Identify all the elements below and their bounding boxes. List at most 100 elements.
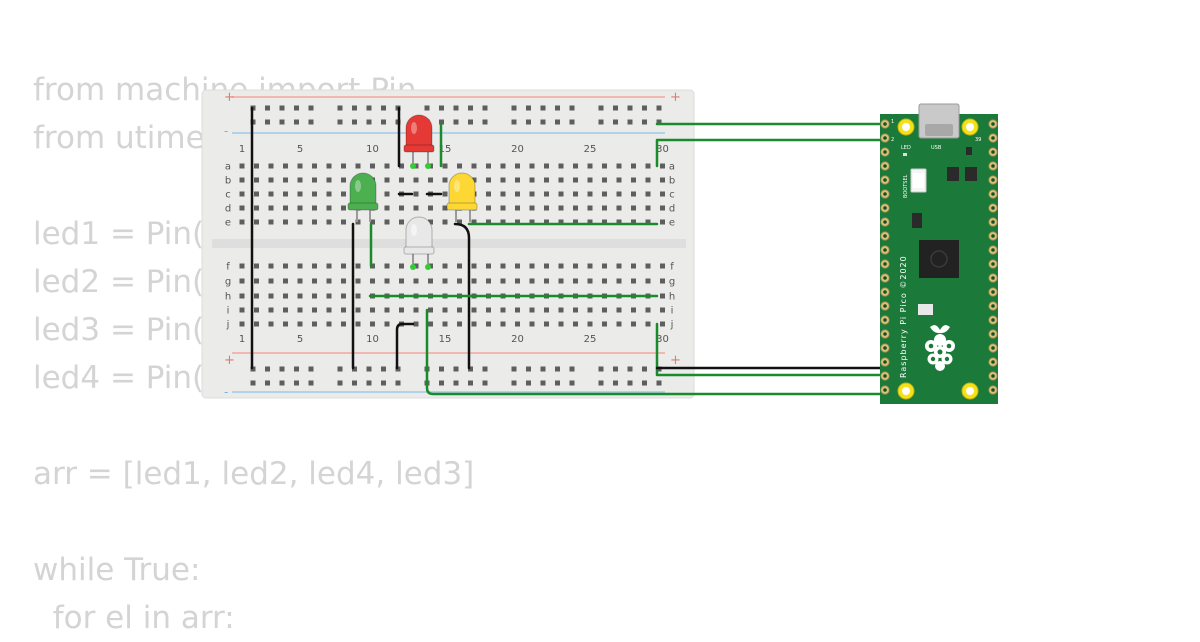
breadboard-hole xyxy=(297,205,303,211)
breadboard-hole xyxy=(515,163,520,169)
pico-pin-hole xyxy=(883,276,887,280)
center-channel xyxy=(212,239,686,248)
breadboard-hole xyxy=(573,321,578,327)
breadboard-hole xyxy=(558,177,564,183)
breadboard-hole xyxy=(326,307,332,313)
raspberry-pi-pico[interactable]: 1 2 39 LED USB BOOTSEL Raspberry Pi Pico… xyxy=(880,103,998,404)
breadboard-hole xyxy=(297,263,303,269)
breadboard-hole xyxy=(370,263,375,269)
breadboard-hole xyxy=(660,205,665,211)
row-letter-label: e xyxy=(225,218,231,229)
breadboard-hole xyxy=(297,177,303,183)
breadboard-hole xyxy=(471,321,477,327)
pico-pin-hole xyxy=(991,332,995,336)
breadboard-hole xyxy=(515,321,520,327)
rail-hole xyxy=(468,366,473,372)
breadboard-hole xyxy=(297,219,303,225)
row-letter-label: i xyxy=(227,306,230,317)
breadboard-hole xyxy=(413,278,419,284)
rail-hole xyxy=(366,380,372,386)
rail-hole xyxy=(613,119,618,125)
breadboard-hole xyxy=(558,205,564,211)
rail-hole xyxy=(627,105,633,111)
led-red[interactable] xyxy=(403,114,435,169)
column-number-label: 20 xyxy=(511,144,524,155)
pico-pin-hole xyxy=(883,248,887,252)
breadboard-hole xyxy=(384,307,390,313)
breadboard-hole xyxy=(442,219,448,225)
black-wire xyxy=(453,222,471,370)
breadboard-hole xyxy=(631,191,636,197)
mounting-hole-center xyxy=(966,123,974,131)
rail-hole xyxy=(439,119,444,125)
led-green[interactable] xyxy=(347,172,379,222)
breadboard-hole xyxy=(602,307,607,313)
breadboard-hole xyxy=(239,163,245,169)
pico-pin-hole xyxy=(991,206,995,210)
breadboard-hole xyxy=(457,307,462,313)
led-label: LED xyxy=(901,145,911,151)
green-wire xyxy=(655,138,890,168)
breadboard-hole xyxy=(239,307,245,313)
rail-hole xyxy=(526,119,531,125)
rail-hole xyxy=(555,366,560,372)
row-letter-label: b xyxy=(225,176,231,187)
pico-pin-hole xyxy=(991,346,995,350)
rail-hole xyxy=(308,105,314,111)
breadboard-hole xyxy=(384,163,390,169)
rail-hole xyxy=(598,366,604,372)
breadboard-hole xyxy=(573,177,578,183)
breadboard-hole xyxy=(268,307,274,313)
bootsel-label: BOOTSEL xyxy=(903,174,909,198)
breadboard-hole xyxy=(268,177,274,183)
breadboard-hole xyxy=(370,307,375,313)
rail-hole xyxy=(352,119,357,125)
row-letter-label: a xyxy=(225,162,231,173)
breadboard-hole xyxy=(457,163,462,169)
led-highlight xyxy=(355,180,361,192)
led-white[interactable] xyxy=(403,216,435,270)
raspberry-seed xyxy=(944,356,950,362)
wires xyxy=(250,106,890,396)
breadboard-hole xyxy=(616,205,622,211)
onboard-led xyxy=(903,153,907,156)
rail-plus-label: + xyxy=(670,353,681,368)
rail-hole xyxy=(569,380,575,386)
rail-hole xyxy=(279,380,285,386)
breadboard-hole xyxy=(631,205,636,211)
breadboard-hole xyxy=(442,307,448,313)
rail-hole xyxy=(627,380,633,386)
breadboard-hole xyxy=(283,278,288,284)
rail-hole xyxy=(439,380,444,386)
breadboard-hole xyxy=(486,163,491,169)
column-number-label: 20 xyxy=(511,334,524,345)
rail-plus-label: + xyxy=(224,353,235,368)
breadboard-hole xyxy=(515,205,520,211)
breadboard-hole xyxy=(587,278,593,284)
breadboard-hole xyxy=(558,263,564,269)
rail-hole xyxy=(352,366,357,372)
breadboard-hole xyxy=(602,219,607,225)
breadboard-hole xyxy=(326,205,332,211)
breadboard-hole xyxy=(602,263,607,269)
breadboard-hole xyxy=(544,219,549,225)
breadboard-hole xyxy=(616,307,622,313)
rail-hole xyxy=(468,105,473,111)
rail-hole xyxy=(555,380,560,386)
column-number-label: 5 xyxy=(297,144,303,155)
breadboard-hole xyxy=(254,219,259,225)
led-yellow[interactable] xyxy=(446,172,478,222)
rail-hole xyxy=(294,105,299,111)
rail-hole xyxy=(540,366,546,372)
breadboard-hole xyxy=(558,191,564,197)
breadboard-hole xyxy=(602,278,607,284)
column-number-label: 5 xyxy=(297,334,303,345)
pico-pin-hole xyxy=(883,304,887,308)
pin-2-label: 2 xyxy=(891,137,894,143)
rail-hole xyxy=(569,366,575,372)
breadboard-hole xyxy=(312,191,317,197)
breadboard-hole xyxy=(573,191,578,197)
component xyxy=(965,167,977,181)
breadboard-hole xyxy=(660,191,665,197)
rail-hole xyxy=(381,366,386,372)
